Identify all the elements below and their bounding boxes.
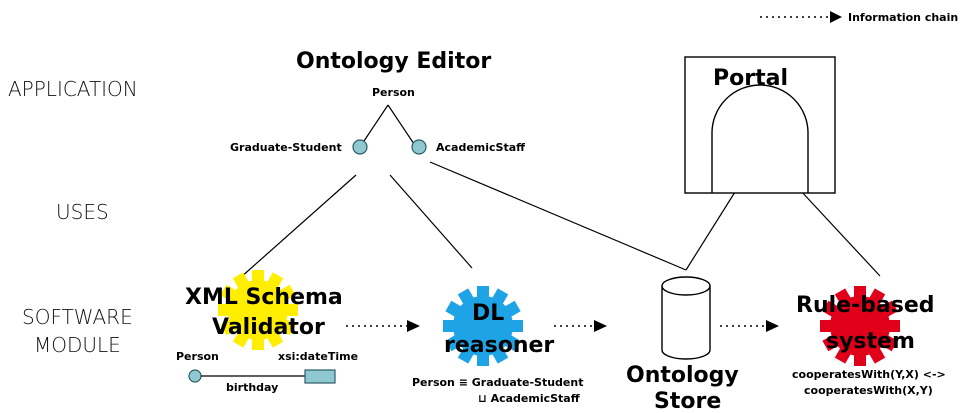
validator-datetime-node — [304, 369, 336, 384]
xml-schema-validator: XML Schema Validator Person xsi:dateTime… — [176, 270, 358, 394]
rules-title-line2: system — [826, 329, 915, 354]
store-title-line1: Ontology — [626, 363, 739, 388]
store-cylinder-top — [661, 276, 711, 296]
reasoner-title-line1: DL — [472, 301, 504, 326]
layer-software-label: SOFTWARE — [22, 305, 133, 329]
edge-portal-rules — [799, 189, 881, 277]
chain-arrow-store-rules — [720, 320, 779, 332]
chain-arrow-reasoner-store — [554, 320, 607, 332]
reasoner-gear-teeth — [443, 286, 523, 366]
tree-child-left-label: Graduate-Student — [230, 141, 342, 154]
store-cylinder-body — [661, 286, 711, 360]
ontology-editor: Ontology Editor Person Graduate-Student … — [230, 49, 525, 155]
edge-portal-store — [685, 191, 736, 271]
tree-node-academic-staff — [411, 139, 427, 155]
validator-person-node — [188, 369, 202, 383]
portal-arch — [711, 84, 809, 193]
portal: Portal — [684, 56, 836, 194]
tree-child-right-label: AcademicStaff — [436, 141, 525, 154]
portal-frame — [684, 56, 836, 194]
reasoner-title-line2: reasoner — [444, 333, 554, 358]
ontology-editor-title: Ontology Editor — [296, 49, 491, 74]
edge-editor-validator — [239, 174, 357, 279]
reasoner-axiom-line2: ⊔ AcademicStaff — [478, 392, 580, 405]
validator-title-line1: XML Schema — [185, 285, 343, 310]
reasoner-gear-icon — [443, 286, 523, 366]
rule-based-system: Rule-based system cooperatesWith(Y,X) <-… — [792, 286, 946, 397]
validator-title-line2: Validator — [212, 315, 325, 340]
dl-reasoner: DL reasoner Person ≡ Graduate-Student ⊔ … — [412, 286, 583, 405]
rules-rule-line1: cooperatesWith(Y,X) <-> — [792, 368, 946, 381]
layer-application-label: APPLICATION — [8, 77, 138, 101]
edge-editor-store — [429, 161, 687, 271]
ontology-store: Ontology Store — [626, 276, 739, 413]
tree-edge-left — [361, 104, 389, 145]
validator-gear-icon — [218, 270, 298, 350]
rules-gear-icon — [820, 286, 900, 366]
legend-arrowhead — [830, 11, 842, 23]
validator-left-label: Person — [176, 350, 219, 363]
chain-arrow-validator-reasoner — [346, 320, 420, 332]
legend: Information chain — [760, 11, 958, 24]
tree-edge-right — [387, 104, 415, 145]
layer-module-label: MODULE — [34, 333, 121, 357]
reasoner-axiom-line1: Person ≡ Graduate-Student — [412, 376, 583, 389]
validator-gear-teeth — [218, 270, 298, 350]
rules-title-line1: Rule-based — [796, 293, 935, 318]
reasoner-gear-body — [453, 296, 513, 356]
tree-node-graduate-student — [352, 139, 368, 155]
uses-connections — [239, 161, 881, 279]
portal-title: Portal — [713, 66, 788, 91]
validator-gear-body — [228, 280, 288, 340]
tree-root-label: Person — [372, 86, 415, 99]
validator-right-label: xsi:dateTime — [278, 350, 358, 363]
store-title-line2: Store — [654, 389, 721, 413]
validator-edge-label: birthday — [226, 381, 278, 394]
legend-label: Information chain — [848, 11, 958, 24]
edge-editor-reasoner — [389, 174, 473, 269]
rules-gear-body — [830, 296, 890, 356]
rules-rule-line2: cooperatesWith(X,Y) — [804, 384, 933, 397]
rules-gear-teeth — [820, 286, 900, 366]
layer-uses-label: USES — [56, 200, 109, 224]
